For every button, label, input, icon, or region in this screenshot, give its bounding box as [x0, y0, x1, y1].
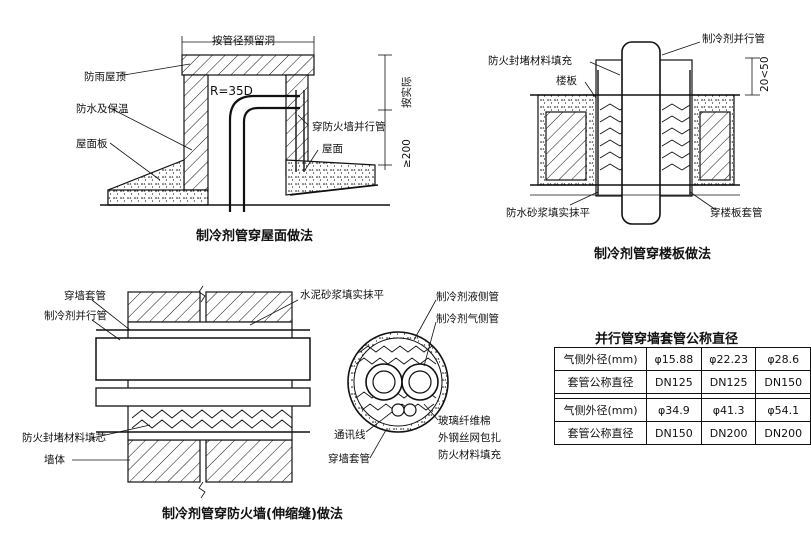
- label-glass-wool: 玻璃纤维棉: [438, 414, 491, 427]
- label-floor-mortar: 防水砂浆填实抹平: [506, 206, 590, 219]
- wall-title: 制冷剂管穿防火墙(伸缩缝)做法: [162, 506, 343, 522]
- wall-block-tl: [127, 291, 201, 323]
- roof-pipe-outer: [228, 94, 300, 212]
- table-row: 套管公称直径 DN125 DN125 DN150: [553, 370, 811, 394]
- label-opening: 按管径预留洞: [212, 34, 275, 47]
- table-row: 气侧外径(mm) φ34.9 φ41.3 φ54.1: [553, 398, 811, 422]
- table-cell: DN125: [700, 370, 757, 394]
- table-row: 套管公称直径 DN150 DN200 DN200: [553, 421, 811, 445]
- roof-pipe-inner: [242, 106, 300, 212]
- wall-block-br: [205, 439, 293, 483]
- section-detail: 制冷剂液侧管 制冷剂气侧管 通讯线 穿墙套管 玻璃纤维棉 外钢丝网包扎 防火材料…: [328, 290, 501, 465]
- roof-title: 制冷剂管穿屋面做法: [196, 228, 313, 244]
- label-anti-roof: 防雨屋顶: [84, 70, 126, 83]
- label-floor-seal: 防火封堵材料填充: [488, 54, 572, 67]
- label-comm-line: 通讯线: [334, 428, 366, 441]
- floor-wall-right: [699, 111, 731, 181]
- table-cell: DN200: [700, 421, 757, 445]
- roof-detail: 按管径预留洞 防雨屋顶 防水及保温 屋面板 R=35D 穿防火墙并行管 屋面 按…: [76, 34, 413, 244]
- table-cell: DN125: [646, 370, 702, 394]
- floor-pipe: [621, 41, 661, 225]
- table-cell: φ22.23: [700, 347, 757, 371]
- sleeve-diameter-table: 气侧外径(mm) φ15.88 φ22.23 φ28.6 套管公称直径 DN12…: [553, 347, 811, 445]
- label-radius: R=35D: [210, 84, 253, 98]
- label-liquid-pipe: 制冷剂液侧管: [436, 290, 499, 303]
- table-cell: 气侧外径(mm): [553, 398, 648, 422]
- table-cell: 套管公称直径: [553, 421, 648, 445]
- roof-left-wall: [183, 74, 209, 191]
- section-comm-line: [391, 403, 405, 417]
- wall-block-bl: [127, 439, 201, 483]
- roof-slab-base: [107, 189, 209, 206]
- wall-pipe-lower: [95, 387, 311, 407]
- label-floor-sleeve: 穿楼板套管: [710, 206, 763, 219]
- table-cell: φ28.6: [755, 347, 811, 371]
- floor-title: 制冷剂管穿楼板做法: [594, 246, 711, 262]
- label-fire-fill: 防火材料填充: [438, 448, 501, 461]
- label-height: ≥200: [401, 139, 413, 168]
- table-cell: DN150: [755, 370, 811, 394]
- table-cell: 气侧外径(mm): [553, 347, 648, 371]
- table-title: 并行管穿墙套管公称直径: [595, 332, 739, 347]
- table-cell: φ54.1: [755, 398, 811, 422]
- wall-detail: 穿墙套管 制冷剂并行管 水泥砂浆填实抹平 防火封堵材料填芯 墙体 制冷剂管穿防火…: [22, 285, 384, 522]
- table-cell: φ15.88: [646, 347, 702, 371]
- label-waterproof: 防水及保温: [76, 102, 129, 115]
- label-roof-surface: 屋面: [322, 143, 343, 155]
- table-cell: DN200: [755, 421, 811, 445]
- floor-detail: 制冷剂并行管 防火封堵材料填充 楼板 20<50 防水砂浆填实抹平 穿楼板套管 …: [488, 32, 771, 262]
- label-wall-cement: 水泥砂浆填实抹平: [300, 288, 384, 301]
- label-floor-dim: 20<50: [759, 56, 771, 92]
- label-floor-pipe: 制冷剂并行管: [702, 32, 765, 45]
- table-cell: φ41.3: [700, 398, 757, 422]
- label-wall-sleeve: 穿墙套管: [64, 289, 106, 302]
- label-gas-pipe: 制冷剂气侧管: [436, 312, 499, 325]
- label-wall-pipe: 制冷剂并行管: [44, 309, 107, 322]
- table-row: 气侧外径(mm) φ15.88 φ22.23 φ28.6: [553, 347, 811, 371]
- table-cell: 套管公称直径: [553, 370, 648, 394]
- table-cell: DN150: [646, 421, 702, 445]
- wall-block-tr: [205, 291, 293, 323]
- table-cell: φ34.9: [646, 398, 702, 422]
- floor-wall-left: [545, 111, 587, 181]
- label-section-sleeve: 穿墙套管: [328, 452, 370, 465]
- label-install: 按实际: [400, 77, 413, 109]
- label-roof-slab: 屋面板: [76, 137, 108, 150]
- wall-pipe-upper: [95, 337, 311, 381]
- label-wire-mesh: 外钢丝网包扎: [438, 431, 501, 444]
- label-wall-seal: 防火封堵材料填芯: [22, 431, 106, 444]
- label-cross-pipe: 穿防火墙并行管: [312, 120, 386, 133]
- label-wall: 墙体: [44, 453, 65, 466]
- label-floor-slab: 楼板: [556, 74, 577, 87]
- roof-cap-slab: [181, 54, 315, 76]
